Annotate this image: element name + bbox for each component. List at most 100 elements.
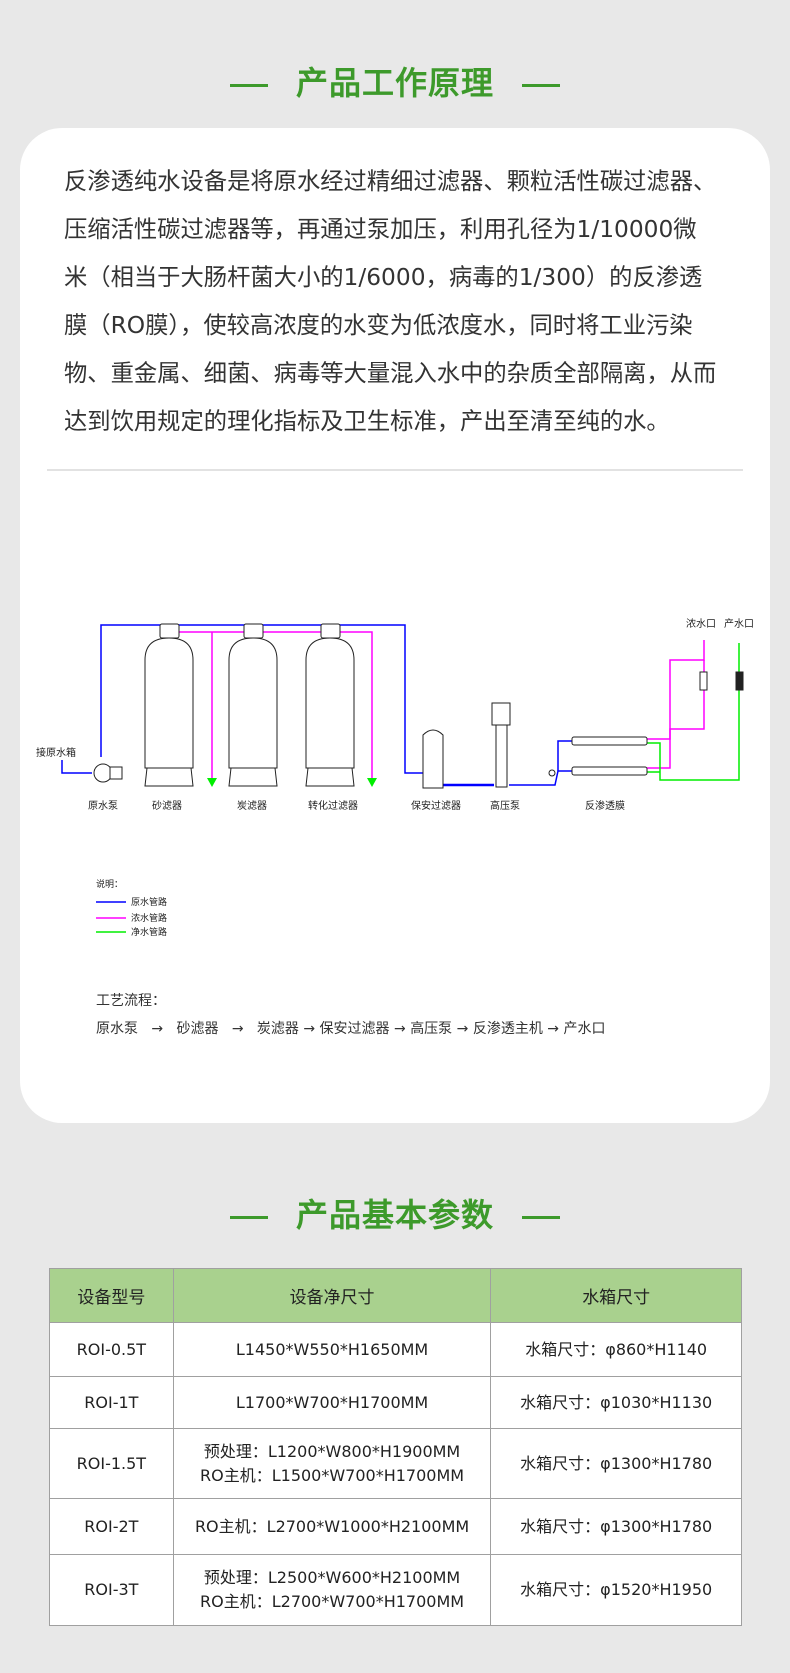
ro-membrane: [571, 736, 648, 746]
section-title-params: 产品基本参数: [0, 1190, 790, 1236]
legend-label: 浓水管路: [131, 912, 167, 924]
sand-filter-cap: [159, 623, 180, 639]
params-table: 设备型号 设备净尺寸 水箱尺寸 ROI-0.5T L1450*W550*H165…: [49, 1268, 742, 1626]
title-dash: [522, 1215, 560, 1219]
cell-model: ROI-2T: [49, 1498, 174, 1555]
ro-membrane: [571, 766, 648, 776]
cell-model: ROI-1T: [49, 1376, 174, 1429]
concentrate-pipe: [647, 660, 705, 769]
cell-model: ROI-3T: [49, 1554, 174, 1626]
carbon-filter-tank: [228, 637, 278, 769]
equipment-label: 保安过滤器: [411, 799, 461, 812]
size-line: L1450*W550*H1650MM: [235, 1339, 429, 1359]
header-size: 设备净尺寸: [172, 1268, 492, 1323]
raw-water-pump: [93, 763, 113, 783]
product-pipe: [647, 643, 740, 781]
size-line: RO主机：L2700*W700*H1700MM: [200, 1592, 465, 1611]
cell-tank: 水箱尺寸：φ1300*H1780: [490, 1428, 742, 1499]
intro-paragraph: 反渗透纯水设备是将原水经过精细过滤器、颗粒活性碳过滤器、 压缩活性碳过滤器等，再…: [64, 158, 716, 446]
process-step: 保安过滤器: [319, 1021, 390, 1037]
intro-line: 达到饮用规定的理化指标及卫生标准，产出至清至纯的水。: [64, 408, 670, 435]
title-dash: [229, 83, 268, 87]
cell-tank: 水箱尺寸：φ1520*H1950: [490, 1554, 742, 1626]
equipment-label: 砂滤器: [152, 799, 182, 812]
legend-label: 原水管路: [131, 896, 167, 908]
flowmeter-icon: [735, 671, 744, 691]
pressure-gauge-icon: [548, 769, 556, 777]
outlet-product-label: 产水口: [724, 617, 754, 630]
intro-line: 压缩活性碳过滤器等，再通过泵加压，利用孔径为1/10000微: [64, 216, 697, 243]
raw-water-pipe: [61, 760, 92, 774]
table-row: ROI-0.5T L1450*W550*H1650MM 水箱尺寸：φ860*H1…: [49, 1322, 742, 1377]
size-line: RO主机：L2700*W1000*H2100MM: [194, 1516, 470, 1536]
equipment-label: 高压泵: [490, 799, 520, 812]
process-step: 高压泵: [410, 1021, 453, 1037]
table-row: ROI-2T RO主机：L2700*W1000*H2100MM 水箱尺寸：φ13…: [49, 1498, 742, 1555]
header-tank: 水箱尺寸: [490, 1268, 742, 1323]
size-line: RO主机：L1500*W700*H1700MM: [200, 1465, 465, 1485]
size-line: 预处理：L1200*W800*H1900MM: [203, 1441, 461, 1461]
drain-arrow-icon: [367, 778, 377, 787]
cell-size: 预处理：L2500*W600*H2100MM RO主机：L2700*W700*H1…: [172, 1554, 492, 1626]
table-row: ROI-3T 预处理：L2500*W600*H2100MM RO主机：L2700*…: [49, 1554, 742, 1626]
title-dash: [522, 83, 560, 87]
softener-filter-tank: [305, 637, 355, 769]
header-model: 设备型号: [49, 1268, 174, 1323]
equipment-label: 转化过滤器: [308, 799, 358, 812]
process-step: 产水口: [563, 1021, 606, 1037]
cell-model: ROI-1.5T: [49, 1428, 174, 1499]
size-line: 预处理：L2500*W600*H2100MM: [203, 1568, 461, 1587]
sand-filter-tank: [144, 637, 194, 769]
drain-arrow-icon: [207, 778, 217, 787]
process-flow: 原水泵 → 砂滤器 → 炭滤器 → 保安过滤器 → 高压泵 → 反渗透主机 → …: [96, 1018, 605, 1038]
concentrate-pipe: [647, 640, 705, 740]
arrow-icon: →: [547, 1021, 560, 1037]
arrow-icon: →: [303, 1021, 316, 1037]
table-header-row: 设备型号 设备净尺寸 水箱尺寸: [49, 1268, 742, 1323]
table-row: ROI-1.5T 预处理：L1200*W800*H1900MM RO主机：L150…: [49, 1428, 742, 1499]
cell-model: ROI-0.5T: [49, 1322, 174, 1377]
raw-water-pipe: [100, 624, 423, 774]
equipment-label: 原水泵: [88, 800, 118, 812]
section-title-principle: 产品工作原理: [0, 58, 790, 104]
process-step: 砂滤器: [176, 1021, 219, 1037]
principle-card: 反渗透纯水设备是将原水经过精细过滤器、颗粒活性碳过滤器、 压缩活性碳过滤器等，再…: [20, 128, 770, 1123]
raw-water-pipe: [557, 740, 572, 771]
security-filter: [422, 729, 444, 789]
cell-tank: 水箱尺寸：φ1300*H1780: [490, 1498, 742, 1555]
divider: [47, 469, 743, 471]
title-dash: [229, 1215, 268, 1219]
size-line: L1700*W700*H1700MM: [235, 1392, 429, 1412]
raw-water-pipe: [509, 770, 572, 786]
inlet-label: 接原水箱: [36, 746, 76, 759]
outlet-concentrate-label: 浓水口: [686, 618, 716, 630]
high-pressure-pump-body: [495, 724, 508, 788]
process-title: 工艺流程：: [96, 993, 166, 1009]
intro-line: 米（相当于大肠杆菌大小的1/6000，病毒的1/300）的反渗透: [64, 264, 703, 291]
carbon-filter-cap: [243, 623, 264, 639]
process-step: 反渗透主机: [472, 1021, 543, 1037]
process-step: 原水泵: [96, 1021, 138, 1037]
cell-size: L1700*W700*H1700MM: [172, 1376, 492, 1429]
intro-line: 膜（RO膜），使较高浓度的水变为低浓度水，同时将工业污染: [64, 312, 693, 339]
concentrate-pipe: [179, 631, 373, 780]
title-text: 产品基本参数: [295, 1196, 494, 1234]
equipment-label: 反渗透膜: [585, 799, 625, 812]
cell-tank: 水箱尺寸：φ860*H1140: [490, 1322, 742, 1377]
equipment-label: 炭滤器: [237, 799, 267, 812]
cell-size: 预处理：L1200*W800*H1900MM RO主机：L1500*W700*H1…: [172, 1428, 492, 1499]
high-pressure-pump-motor: [491, 702, 511, 726]
cell-size: RO主机：L2700*W1000*H2100MM: [172, 1498, 492, 1555]
title-text: 产品工作原理: [295, 64, 494, 102]
arrow-icon: →: [456, 1021, 469, 1037]
arrow-icon: →: [231, 1021, 244, 1037]
process-step: 炭滤器: [256, 1021, 299, 1037]
legend-label: 净水管路: [131, 926, 167, 938]
legend-title: 说明：: [96, 878, 123, 890]
cell-size: L1450*W550*H1650MM: [172, 1322, 492, 1377]
arrow-icon: →: [151, 1021, 164, 1037]
intro-line: 物、重金属、细菌、病毒等大量混入水中的杂质全部隔离，从而: [64, 360, 717, 387]
softener-filter-cap: [320, 623, 341, 639]
flowmeter-icon: [699, 671, 708, 691]
cell-tank: 水箱尺寸：φ1030*H1130: [490, 1376, 742, 1429]
